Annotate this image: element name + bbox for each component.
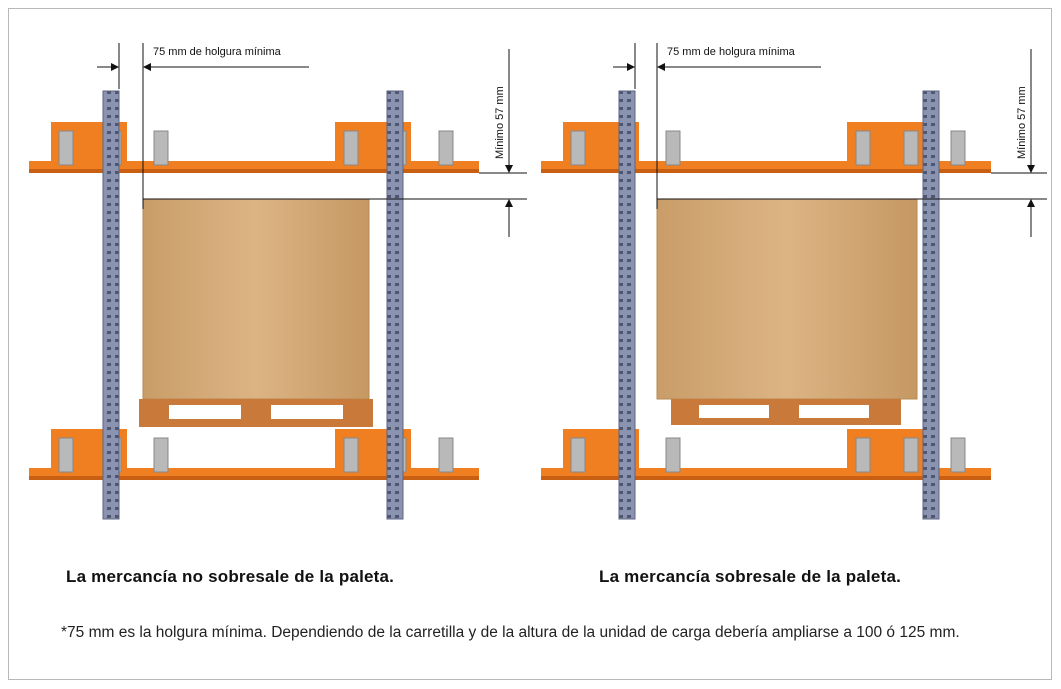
- diagram-frame: 75 mm de holgura mínima Mínimo 57 mm: [8, 8, 1052, 680]
- panel-goods-not-overhanging: 75 mm de holgura mínima Mínimo 57 mm: [9, 9, 527, 549]
- pallet-load: [139, 198, 373, 427]
- arrow-down-icon: [505, 165, 513, 173]
- arrow-right-icon: [111, 63, 119, 71]
- arrow-down-icon: [1027, 165, 1035, 173]
- cardboard-box: [142, 198, 370, 400]
- clearance-label: 75 mm de holgura mínima: [667, 46, 796, 58]
- arrow-right-icon: [627, 63, 635, 71]
- arrow-up-icon: [505, 199, 513, 207]
- min-height-label: Mínimo 57 mm: [494, 86, 506, 159]
- arrow-left-icon: [657, 63, 665, 71]
- panel-goods-overhanging: 75 mm de holgura mínima Mínimo 57 mm: [521, 9, 1047, 549]
- arrow-left-icon: [143, 63, 151, 71]
- bottom-beam: [29, 429, 479, 480]
- min-height-dimension: [657, 49, 1047, 237]
- rack-diagram-right: 75 mm de holgura mínima Mínimo 57 mm: [541, 43, 1047, 520]
- caption-goods-overhanging: La mercancía sobresale de la paleta.: [599, 567, 902, 586]
- footnote: *75 mm es la holgura mínima. Dependiendo…: [61, 624, 960, 641]
- pallet-load: [656, 198, 918, 425]
- clearance-dimension: [97, 43, 309, 209]
- rack-diagram-left: 75 mm de holgura mínima Mínimo 57 mm: [29, 43, 527, 520]
- min-height-label: Mínimo 57 mm: [1016, 86, 1028, 159]
- min-height-dimension: [143, 49, 527, 237]
- clearance-dimension: [613, 43, 821, 209]
- cardboard-box: [656, 198, 918, 400]
- left-upright: [102, 90, 120, 520]
- left-upright: [618, 90, 636, 520]
- top-beam: [29, 122, 479, 173]
- arrow-up-icon: [1027, 199, 1035, 207]
- right-upright: [922, 90, 940, 520]
- caption-goods-not-overhanging: La mercancía no sobresale de la paleta.: [66, 567, 395, 586]
- clearance-label: 75 mm de holgura mínima: [153, 46, 282, 58]
- right-upright: [386, 90, 404, 520]
